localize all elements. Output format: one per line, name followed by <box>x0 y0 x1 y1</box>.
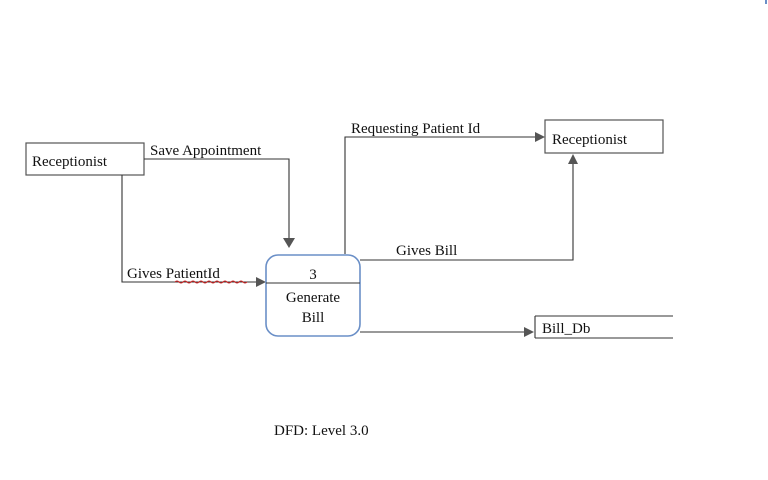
flow-line <box>144 158 290 240</box>
flow-label: Save Appointment <box>150 143 262 159</box>
process-name-line2: Bill <box>302 310 325 326</box>
data-store-bill-db: Bill_Db <box>534 315 673 339</box>
arrow-down-icon <box>283 238 295 248</box>
entity-receptionist-right: Receptionist <box>544 119 664 154</box>
process-name-line1: Generate <box>286 290 340 306</box>
arrow-right-icon <box>524 327 534 337</box>
entity-receptionist-left: Receptionist <box>25 142 145 176</box>
flow-label: Gives Bill <box>396 243 457 259</box>
flow-save-appointment: Save Appointment <box>144 143 295 248</box>
process-box <box>265 254 361 337</box>
flow-gives-patient-id: Gives PatientId <box>121 175 266 287</box>
flow-to-bill-db <box>360 327 534 337</box>
diagram-caption: DFD: Level 3.0 <box>274 423 369 439</box>
arrow-right-icon <box>535 132 545 142</box>
flow-label: Requesting Patient Id <box>351 121 481 137</box>
entity-label: Receptionist <box>32 154 108 170</box>
flow-line <box>360 162 574 261</box>
process-generate-bill: 3 Generate Bill <box>265 254 361 337</box>
entity-label: Receptionist <box>552 132 628 148</box>
process-number: 3 <box>309 267 317 283</box>
entity-box <box>544 119 664 154</box>
spellcheck-underline <box>174 280 248 284</box>
flow-label: Gives PatientId <box>127 266 220 282</box>
flow-line <box>344 136 537 254</box>
entity-box <box>25 142 145 176</box>
flow-line <box>121 175 258 283</box>
flow-gives-bill: Gives Bill <box>360 154 578 261</box>
arrow-up-icon <box>568 154 578 164</box>
store-label: Bill_Db <box>542 321 590 337</box>
arrow-right-icon <box>256 277 266 287</box>
flow-requesting-patient-id: Requesting Patient Id <box>344 121 545 254</box>
